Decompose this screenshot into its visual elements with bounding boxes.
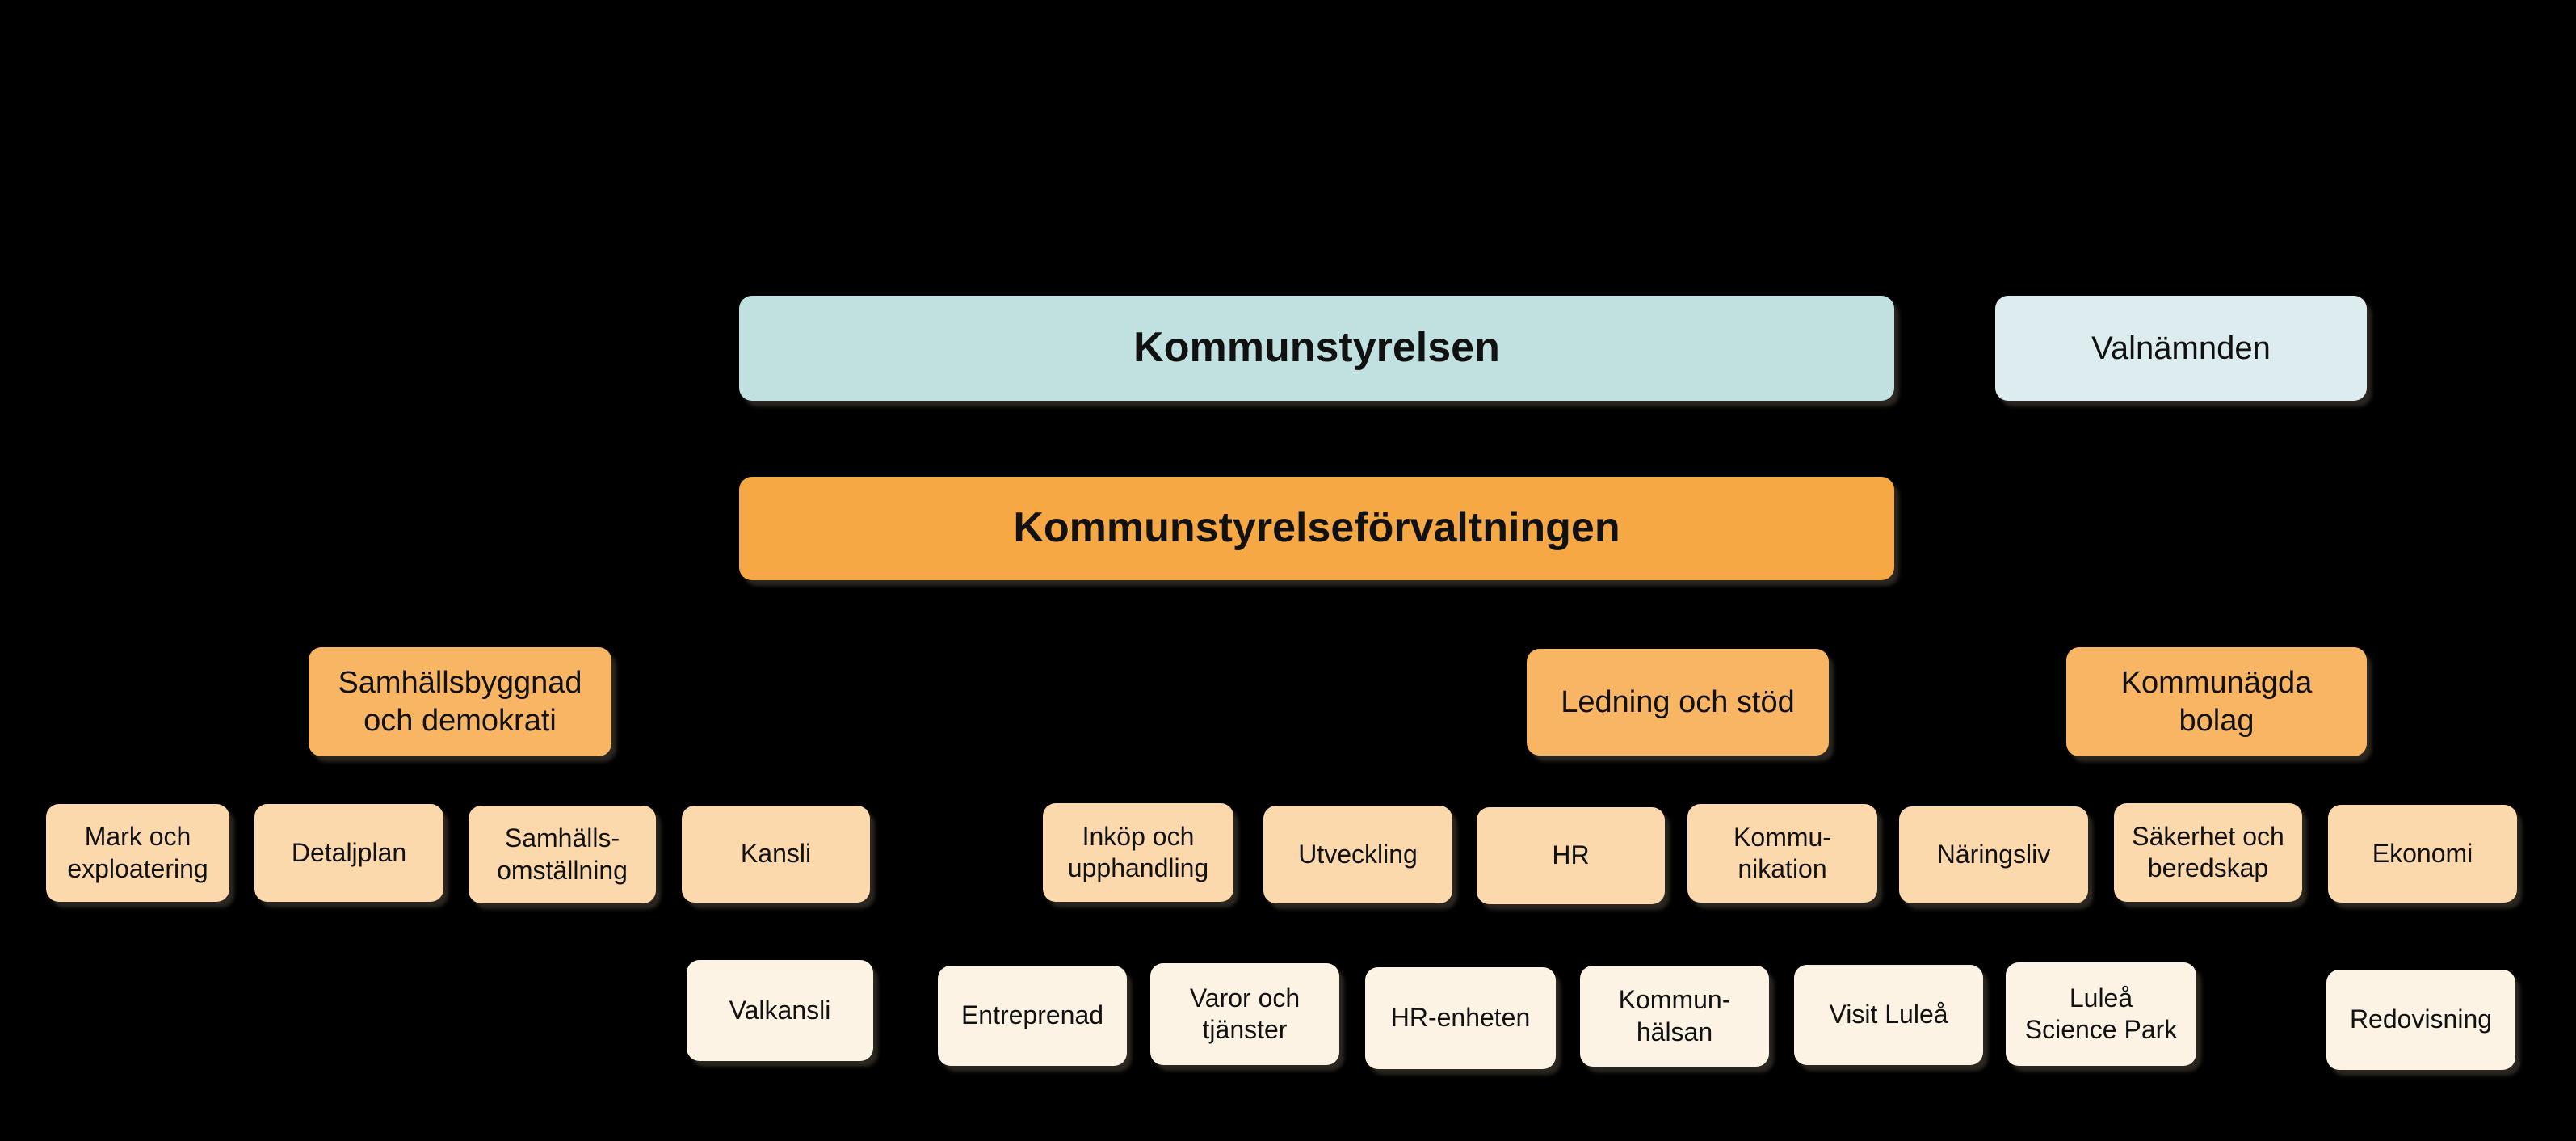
org-node-varor-och-tjanster: Varor och tjänster: [1150, 963, 1339, 1065]
org-node-kommunhalsan: Kommun- hälsan: [1580, 966, 1769, 1067]
org-node-kommunstyrelsen: Kommunstyrelsen: [739, 296, 1894, 401]
org-node-valnamnden: Valnämnden: [1995, 296, 2367, 401]
org-node-hr: HR: [1477, 807, 1665, 904]
org-node-utveckling: Utveckling: [1263, 806, 1452, 903]
org-node-kansli: Kansli: [682, 806, 870, 903]
org-node-samhallsomstallning: Samhälls- omställning: [469, 806, 656, 903]
org-node-kommunagda-bolag: Kommunägda bolag: [2066, 647, 2367, 756]
org-node-mark-och-exploatering: Mark och exploatering: [46, 804, 229, 902]
org-node-samhallsbyggnad-och-demokrati: Samhällsbyggnad och demokrati: [309, 647, 611, 756]
org-node-sakerhet-och-beredskap: Säkerhet och beredskap: [2114, 803, 2302, 902]
org-node-redovisning: Redovisning: [2326, 970, 2515, 1070]
org-node-ekonomi: Ekonomi: [2328, 805, 2517, 903]
org-node-ledning-och-stod: Ledning och stöd: [1527, 649, 1829, 756]
org-node-detaljplan: Detaljplan: [254, 804, 443, 902]
org-node-inkop-och-upphandling: Inköp och upphandling: [1043, 803, 1233, 902]
org-node-lulea-science-park: Luleå Science Park: [2006, 962, 2196, 1066]
org-node-valkansli: Valkansli: [687, 960, 873, 1061]
org-node-hr-enheten: HR-enheten: [1365, 967, 1556, 1069]
org-node-naringsliv: Näringsliv: [1899, 806, 2088, 903]
org-node-entreprenad: Entreprenad: [938, 966, 1127, 1066]
org-node-kommunstyrelseforvaltningen: Kommunstyrelseförvaltningen: [739, 477, 1894, 580]
org-node-kommunikation: Kommu- nikation: [1687, 804, 1877, 903]
org-node-visit-lulea: Visit Luleå: [1794, 965, 1983, 1065]
